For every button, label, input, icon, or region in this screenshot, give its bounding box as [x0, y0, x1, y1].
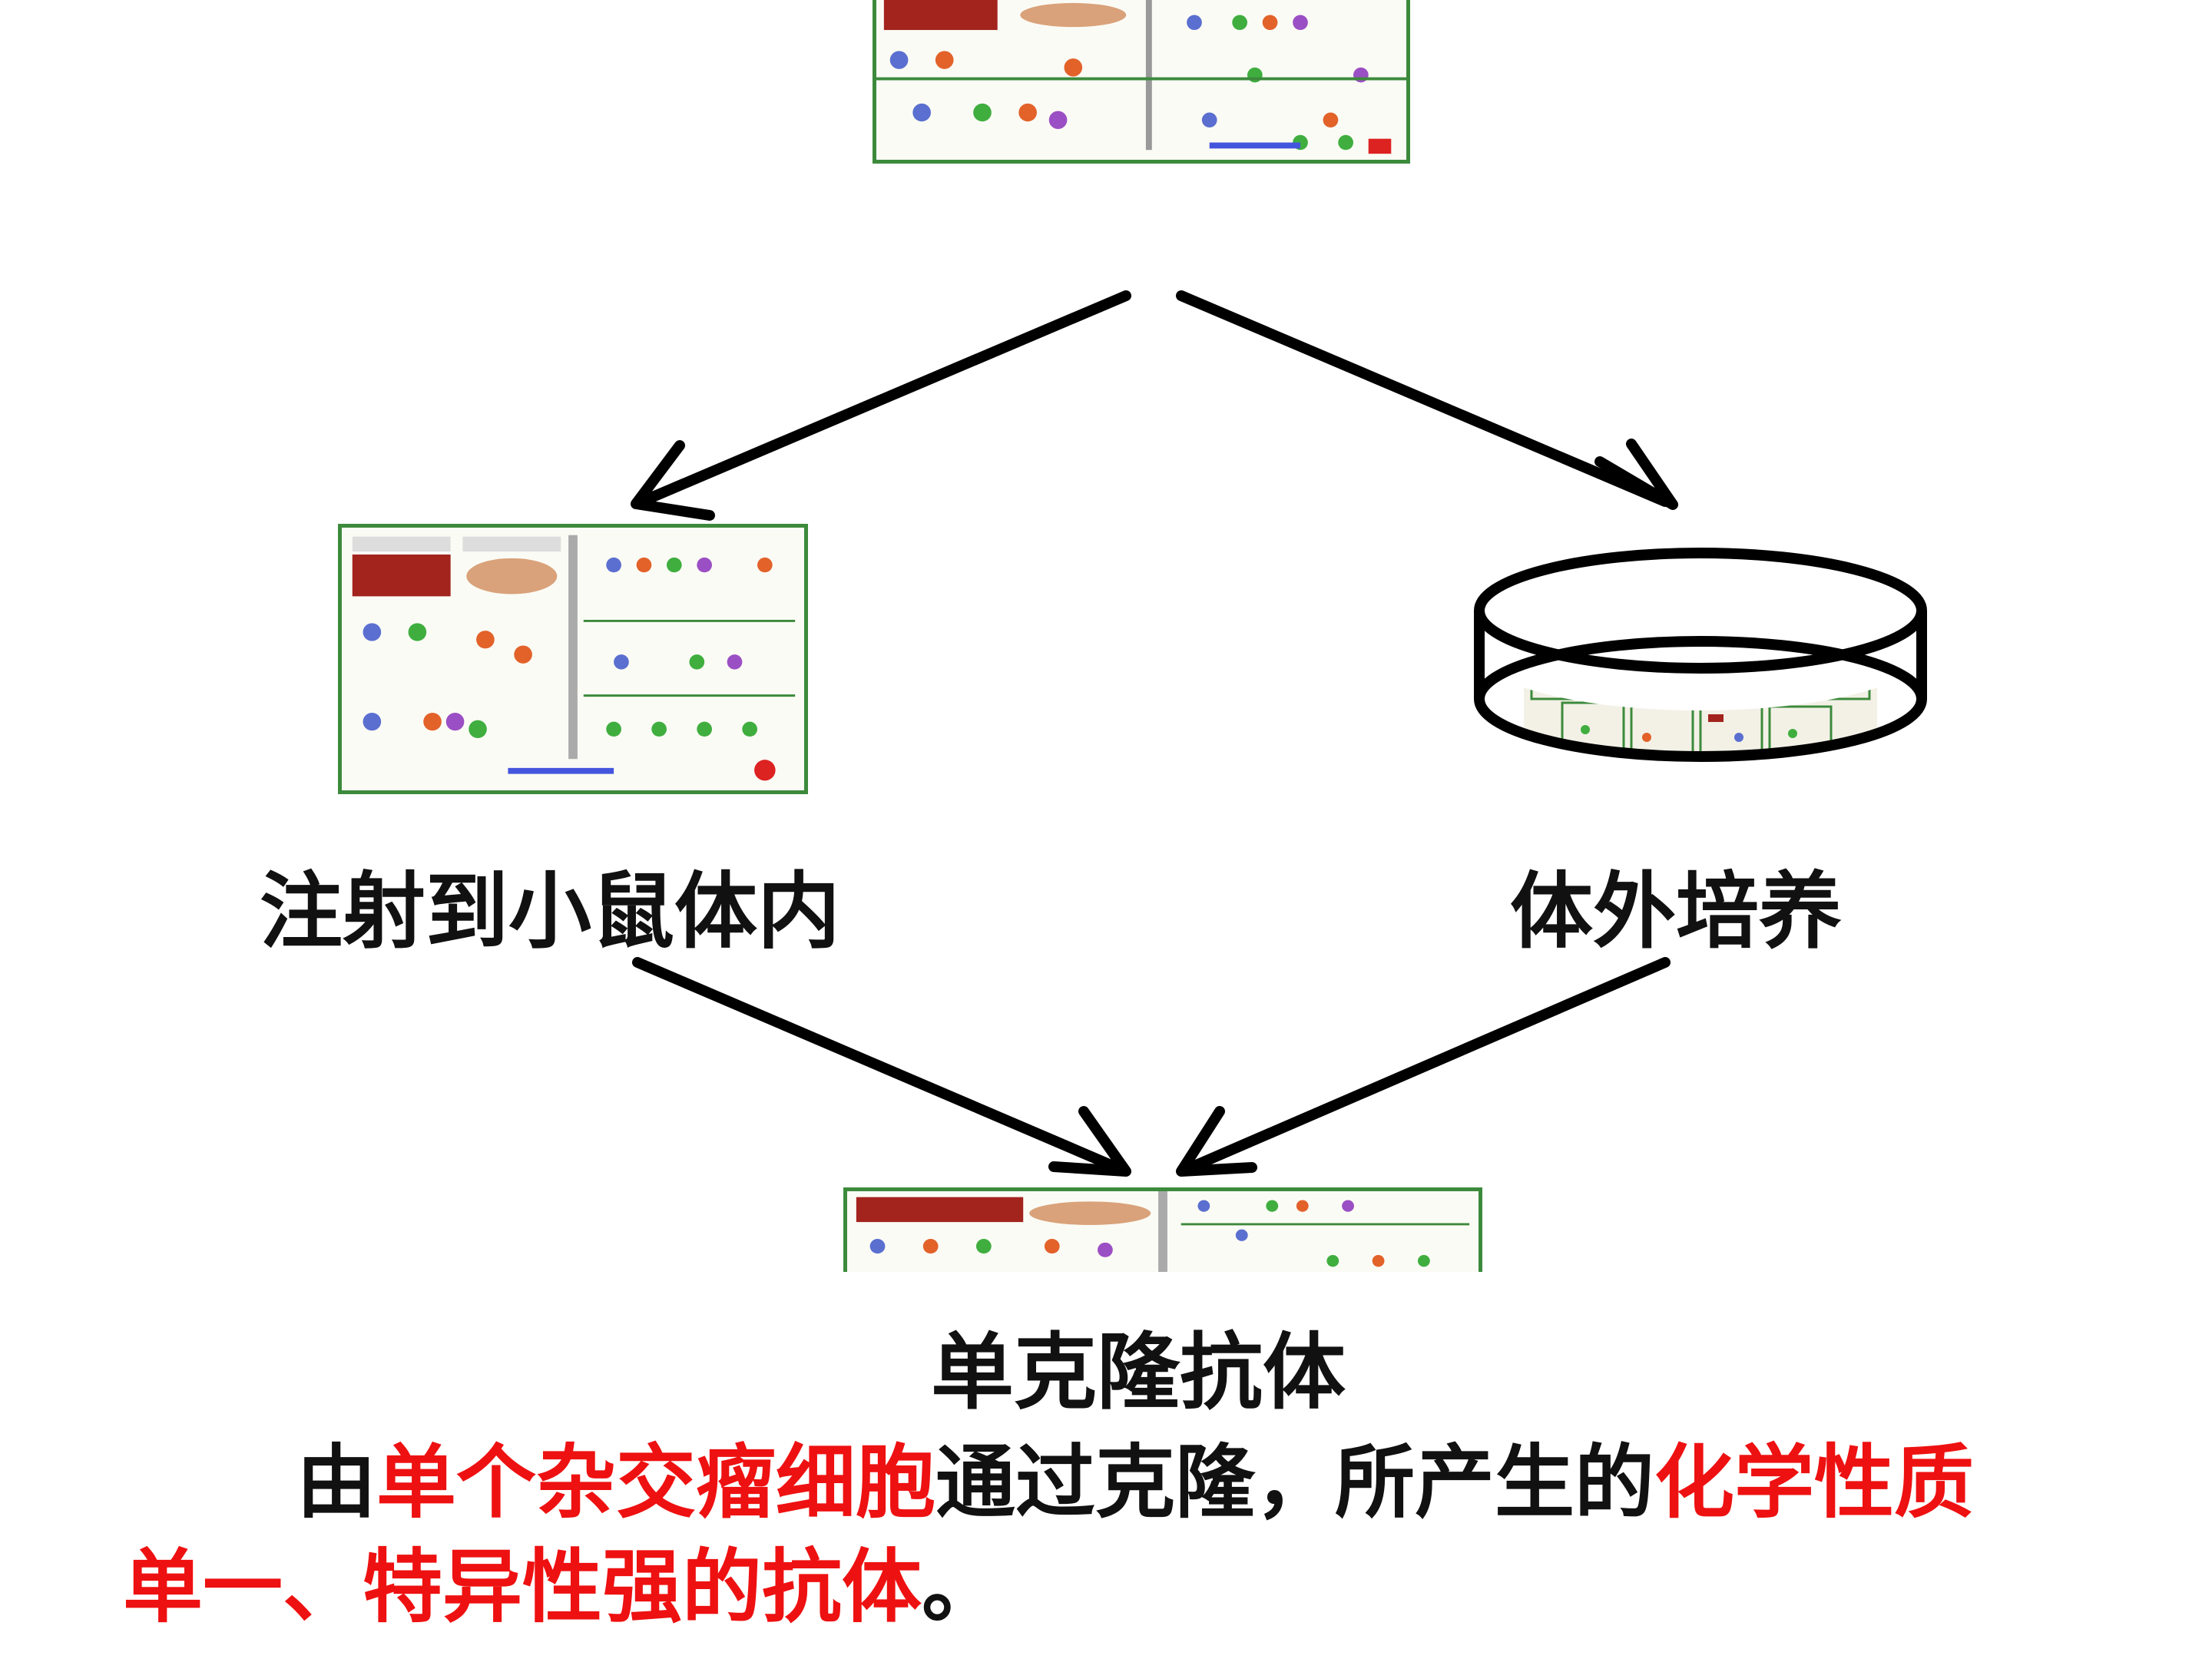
caption-seg: 由 — [296, 1435, 376, 1529]
arrow-in-vivo-to-product — [637, 962, 1126, 1171]
in-vivo-label: 注射到小鼠体内 — [260, 845, 840, 965]
in-vitro-label: 体外培养 — [1510, 845, 1842, 965]
caption-seg-highlight: 单一、特异性强的抗体 — [123, 1540, 922, 1634]
product-label: 单克隆抗体 — [931, 1306, 1346, 1426]
definition-caption: 由单个杂交瘤细胞通过克隆，所产生的化学性质 单一、特异性强的抗体。 — [123, 1430, 2151, 1639]
caption-line-2: 单一、特异性强的抗体。 — [123, 1535, 2151, 1639]
caption-seg: 通过克隆，所产生的 — [935, 1435, 1654, 1529]
caption-seg-highlight: 单个杂交瘤细胞 — [376, 1435, 935, 1529]
arrow-to-in-vitro — [1181, 296, 1673, 505]
caption-line-1: 由单个杂交瘤细胞通过克隆，所产生的化学性质 — [123, 1430, 2151, 1535]
caption-seg-highlight: 化学性质 — [1654, 1435, 1974, 1529]
caption-seg: 。 — [922, 1540, 1002, 1634]
arrow-in-vitro-to-product — [1181, 962, 1665, 1171]
arrow-to-in-vivo — [636, 296, 1126, 515]
